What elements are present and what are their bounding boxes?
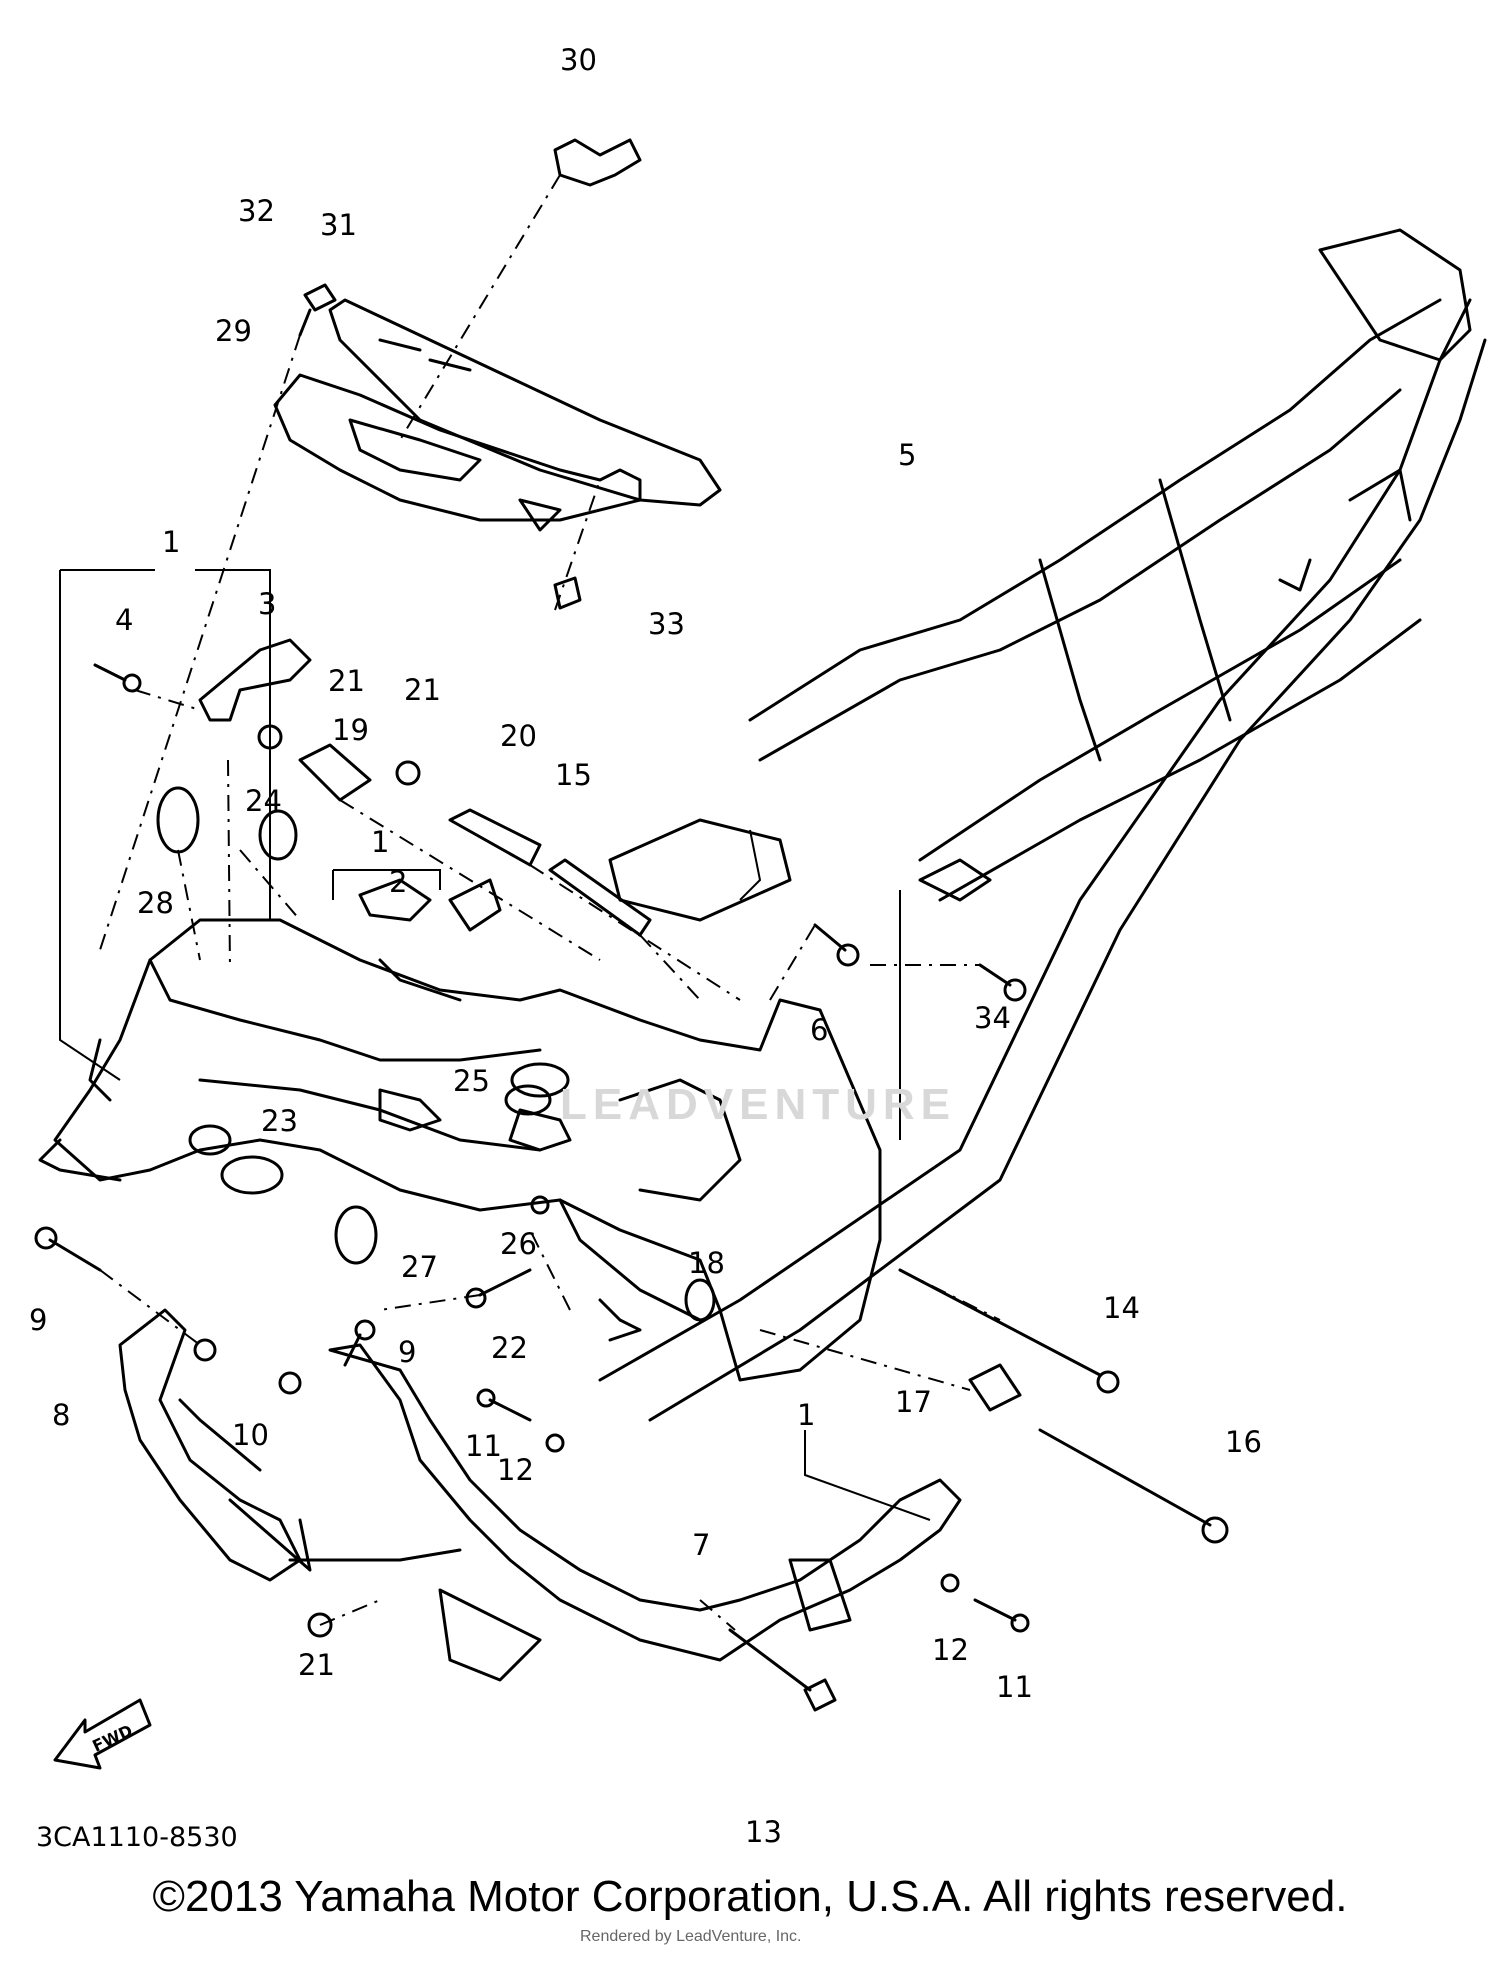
callout-label: 1 <box>797 1398 815 1432</box>
assembly-lines <box>59 174 1001 1631</box>
grommet-25-part[interactable] <box>504 1084 552 1116</box>
main-frame-part[interactable] <box>38 918 882 1382</box>
callout-label: 23 <box>261 1104 298 1138</box>
callout-label: 4 <box>115 603 133 637</box>
grommet-28-part[interactable] <box>156 786 200 854</box>
right-engine-bracket-part[interactable] <box>288 1298 962 1682</box>
seat-cover-part[interactable] <box>273 373 642 532</box>
callout-label: 20 <box>500 719 537 753</box>
callout-label: 33 <box>648 607 685 641</box>
bolt-9-part[interactable] <box>34 1226 376 1367</box>
bolt-32-part[interactable] <box>298 283 337 337</box>
collar-20-part[interactable] <box>448 808 542 867</box>
callout-label: 5 <box>898 438 916 472</box>
callout-label: 14 <box>1103 1291 1140 1325</box>
callout-label: 6 <box>810 1013 828 1047</box>
callout-label: 9 <box>398 1335 416 1369</box>
callout-label: 19 <box>332 713 369 747</box>
callout-label: 29 <box>215 314 252 348</box>
callout-label: 25 <box>453 1064 490 1098</box>
callout-label: 21 <box>404 673 441 707</box>
bolt-16-part[interactable] <box>1038 1428 1229 1544</box>
collar-18-part[interactable] <box>684 1278 716 1322</box>
diagram-code: 3CA1110-8530 <box>36 1822 238 1853</box>
callout-label: 11 <box>465 1429 502 1463</box>
grommet-24-part[interactable] <box>258 809 298 861</box>
callout-label: 1 <box>371 825 389 859</box>
plate-3-part[interactable] <box>198 638 312 722</box>
callout-label: 31 <box>320 208 357 242</box>
callout-label: 32 <box>238 194 275 228</box>
callout-label: 2 <box>389 865 407 899</box>
callout-label: 7 <box>692 1528 710 1562</box>
callout-label: 16 <box>1225 1425 1262 1459</box>
bracket-30-part[interactable] <box>553 138 642 187</box>
bolt-22-part[interactable] <box>465 1268 532 1309</box>
nut-21-part[interactable] <box>257 724 421 1638</box>
callout-label: 34 <box>974 1001 1011 1035</box>
bolt-13-part[interactable] <box>728 1628 837 1712</box>
bolt-11-part[interactable] <box>476 1388 1030 1633</box>
callout-label: 22 <box>491 1331 528 1365</box>
callout-label: 13 <box>745 1815 782 1849</box>
callout-label: 27 <box>401 1250 438 1284</box>
watermark: LEADVENTURE <box>560 1080 957 1129</box>
callout-label: 18 <box>688 1246 725 1280</box>
bolt-26-part[interactable] <box>530 1195 550 1215</box>
callout-label: 30 <box>560 43 597 77</box>
callout-label: 26 <box>500 1227 537 1261</box>
callout-label: 21 <box>298 1648 335 1682</box>
cover-bracket-part[interactable] <box>328 298 722 507</box>
callout-label: 1 <box>162 525 180 559</box>
fwd-arrow-icon: FWD <box>53 1698 152 1770</box>
bracket-2-part[interactable] <box>358 878 502 932</box>
callout-label: 10 <box>232 1418 269 1452</box>
rear-frame-part[interactable] <box>598 228 1487 1422</box>
bolt-6-part[interactable] <box>813 923 860 967</box>
copyright-notice: ©2013 Yamaha Motor Corporation, U.S.A. A… <box>152 1872 1348 1921</box>
grommet-27-part[interactable] <box>334 1205 378 1265</box>
callout-label: 3 <box>258 587 276 621</box>
callout-label: 11 <box>996 1670 1033 1704</box>
callout-label: 9 <box>29 1303 47 1337</box>
cap-23-part[interactable] <box>220 1155 284 1195</box>
collar-17-part[interactable] <box>968 1363 1022 1412</box>
callout-label: 17 <box>895 1385 932 1419</box>
callout-labels: 1 1 1 2 3 4 5 6 7 8 9 9 10 11 11 12 12 1… <box>29 43 1262 1849</box>
washer-12-part[interactable] <box>545 1433 960 1593</box>
callout-label: 12 <box>497 1453 534 1487</box>
callout-label: 21 <box>328 664 365 698</box>
callout-label: 28 <box>137 886 174 920</box>
callout-label: 15 <box>555 758 592 792</box>
pipe-15-part[interactable] <box>548 858 652 937</box>
left-engine-bracket-part[interactable] <box>118 1308 312 1582</box>
collar-33-part[interactable] <box>553 576 582 610</box>
bolt-34-part[interactable] <box>978 963 1027 1002</box>
bolt-4-part[interactable] <box>93 663 142 693</box>
nut-10-part[interactable] <box>193 1338 302 1395</box>
callout-label: 24 <box>245 784 282 818</box>
collar-19-part[interactable] <box>298 743 372 802</box>
render-credit: Rendered by LeadVenture, Inc. <box>580 1928 802 1945</box>
callout-label: 8 <box>52 1398 70 1432</box>
bolt-14-part[interactable] <box>898 1268 1120 1394</box>
callout-label: 12 <box>932 1633 969 1667</box>
